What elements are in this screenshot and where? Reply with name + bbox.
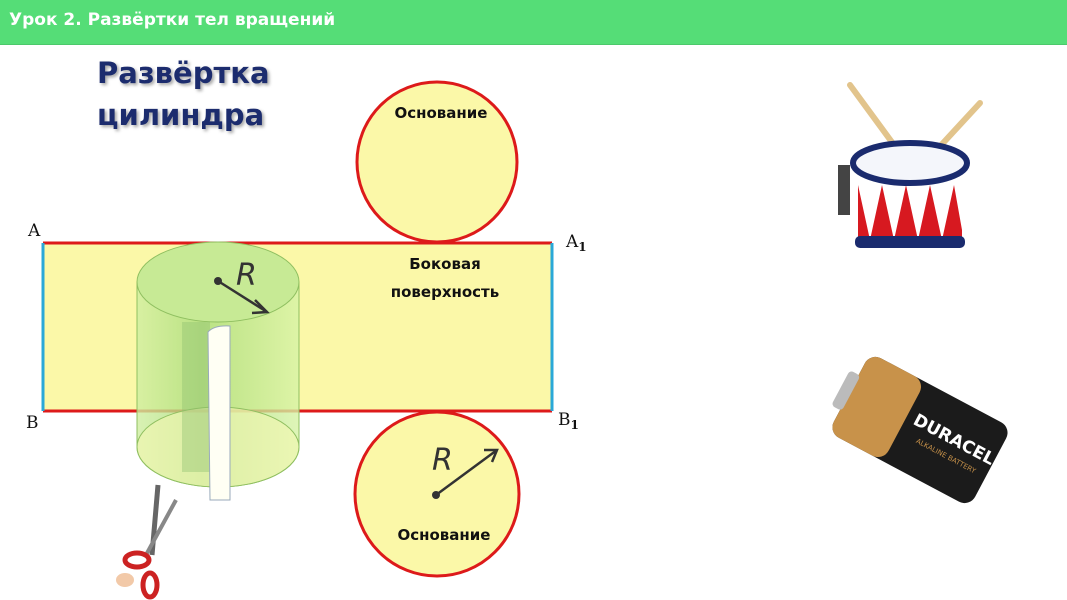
slide-title: Развёртка цилиндра (97, 52, 270, 136)
drum-image (838, 82, 983, 248)
radius-label-bottom: R (432, 443, 453, 478)
title-line-1: Развёртка (97, 56, 270, 90)
lateral-label-2: поверхность (391, 283, 500, 301)
base-bottom-label: Основание (398, 526, 491, 544)
radius-label-top: R (236, 258, 257, 293)
scissors-icon (116, 484, 178, 600)
lateral-label-1: Боковая (409, 255, 480, 273)
point-a-label: A (27, 221, 41, 241)
bottom-base-circle: R Основание (353, 410, 521, 578)
point-b1-label: B1 (558, 410, 579, 432)
point-a1-label: A1 (565, 232, 587, 254)
cylinder-illustration: R (136, 241, 300, 501)
battery-image: DURACELL ALKALINE BATTERY (832, 356, 1008, 504)
point-b-label: B (26, 413, 39, 433)
lesson-header: Урок 2. Развёртки тел вращений (0, 0, 1067, 45)
lesson-title: Урок 2. Развёртки тел вращений (9, 10, 336, 30)
base-top-label: Основание (395, 104, 488, 122)
top-base-circle: Основание (355, 80, 519, 244)
title-line-2: цилиндра (97, 98, 265, 132)
